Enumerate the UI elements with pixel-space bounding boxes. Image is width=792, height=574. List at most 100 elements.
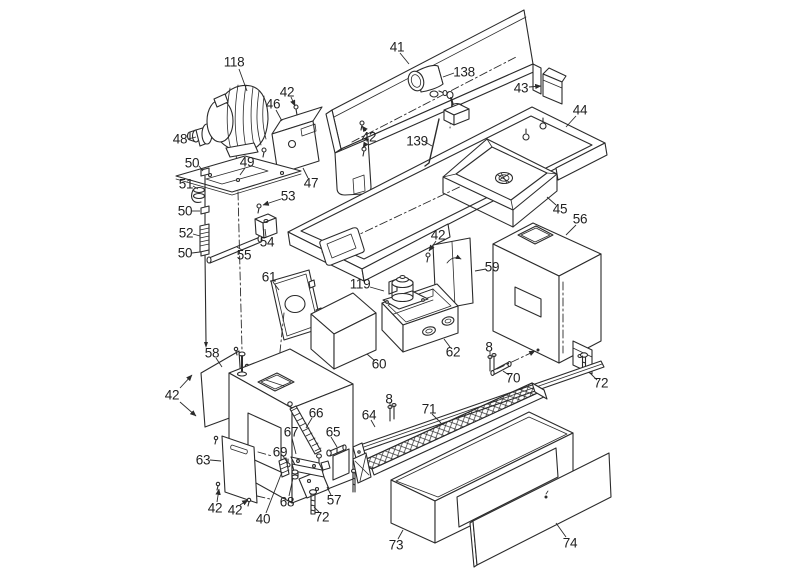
part-number-label: 58 bbox=[205, 346, 219, 361]
screw-42-panel59 bbox=[425, 252, 431, 263]
part-number-label: 43 bbox=[514, 81, 528, 96]
part-number-label: 66 bbox=[309, 406, 323, 421]
part-number-label: 69 bbox=[273, 445, 287, 460]
part-number-label: 62 bbox=[446, 345, 460, 360]
part-number-label: 45 bbox=[553, 202, 567, 217]
part-number-label: 60 bbox=[372, 357, 386, 372]
nut-50-top bbox=[200, 167, 210, 177]
part-number-label: 54 bbox=[260, 235, 275, 250]
cover-panel-74 bbox=[469, 452, 612, 568]
nut-50-mid bbox=[200, 205, 210, 215]
part-callout-74-48: 74 bbox=[555, 522, 578, 551]
part-callout-43-17: 43 bbox=[514, 81, 542, 96]
part-callout-139-16: 139 bbox=[406, 134, 433, 149]
part-number-label: 67 bbox=[284, 425, 298, 440]
part-callout-48-1: 48 bbox=[173, 132, 197, 147]
part-callout-55-13: 55 bbox=[236, 246, 252, 263]
bolt-72-left bbox=[308, 489, 318, 515]
work-lamp bbox=[407, 64, 470, 167]
part-callout-53-11: 53 bbox=[262, 189, 296, 206]
part-callout-60-26: 60 bbox=[366, 353, 387, 372]
part-number-label: 8 bbox=[485, 340, 492, 355]
part-callout-68-44: 68 bbox=[280, 477, 295, 510]
part-number-label: 42 bbox=[165, 388, 179, 403]
part-callout-66-31: 66 bbox=[305, 406, 324, 429]
part-number-label: 61 bbox=[262, 270, 276, 285]
part-callout-46-3: 46 bbox=[266, 97, 283, 122]
part-callout-42-21: 42 bbox=[361, 125, 377, 149]
spring-52 bbox=[199, 223, 210, 253]
part-callout-50-8: 50 bbox=[178, 204, 200, 219]
part-callout-56-20: 56 bbox=[565, 212, 588, 236]
part-callout-50-10: 50 bbox=[178, 246, 201, 261]
part-number-label: 72 bbox=[315, 510, 329, 525]
part-number-label: 50 bbox=[178, 246, 192, 261]
part-callout-42-42: 42 bbox=[228, 499, 249, 518]
part-number-label: 50 bbox=[178, 204, 192, 219]
part-number-label: 73 bbox=[389, 538, 403, 553]
part-callout-64-35: 64 bbox=[362, 408, 377, 428]
cabinet-box-56 bbox=[492, 222, 602, 375]
lever-link-assembly bbox=[206, 203, 278, 264]
bolt-72-right bbox=[579, 352, 589, 373]
part-callout-49-5: 49 bbox=[239, 155, 255, 176]
part-number-label: 68 bbox=[280, 495, 294, 510]
part-number-label: 63 bbox=[196, 453, 210, 468]
part-callout-52-9: 52 bbox=[179, 226, 201, 241]
part-callout-71-37: 71 bbox=[422, 402, 442, 424]
part-number-label: 42 bbox=[362, 130, 376, 145]
part-callout-72-39: 72 bbox=[588, 371, 609, 391]
end-bracket bbox=[542, 67, 567, 105]
part-callout-42-22: 42 bbox=[428, 228, 446, 252]
rod-55 bbox=[206, 235, 263, 264]
part-number-label: 72 bbox=[594, 376, 608, 391]
part-callout-73-47: 73 bbox=[389, 529, 404, 553]
part-callout-42-41: 42 bbox=[208, 488, 223, 516]
motor-shaft bbox=[186, 123, 213, 147]
screw-cover-left bbox=[261, 147, 267, 158]
part-callout-138-15: 138 bbox=[442, 65, 475, 80]
part-callout-8-36: 8 bbox=[385, 392, 393, 407]
part-callout-69-33: 69 bbox=[273, 445, 288, 463]
drain-screen bbox=[494, 171, 514, 185]
part-callout-119-25: 119 bbox=[350, 277, 385, 292]
part-number-label: 74 bbox=[563, 536, 578, 551]
nut-68 bbox=[291, 469, 299, 480]
part-number-label: 70 bbox=[506, 371, 520, 386]
part-number-label: 42 bbox=[228, 503, 242, 518]
tank-handle-front bbox=[422, 326, 436, 336]
part-callout-41-14: 41 bbox=[390, 40, 410, 65]
latch-assembly bbox=[278, 401, 347, 480]
part-number-label: 57 bbox=[327, 493, 341, 508]
screw-53 bbox=[256, 203, 262, 214]
part-callout-42-30: 42 bbox=[165, 374, 197, 417]
part-callout-44-18: 44 bbox=[565, 103, 588, 128]
part-callout-70-38: 70 bbox=[502, 371, 521, 386]
screws-8-right bbox=[487, 353, 497, 372]
tank-knobs bbox=[522, 117, 547, 141]
switch-cover bbox=[261, 104, 323, 175]
part-number-label: 52 bbox=[179, 226, 193, 241]
door-panel-63 bbox=[213, 435, 258, 507]
box-60 bbox=[310, 292, 377, 370]
part-number-label: 44 bbox=[573, 103, 588, 118]
part-number-label: 56 bbox=[573, 212, 587, 227]
spring-66 bbox=[287, 401, 322, 466]
part-number-label: 46 bbox=[266, 97, 280, 112]
part-callout-61-24: 61 bbox=[262, 270, 280, 291]
part-number-label: 40 bbox=[256, 512, 270, 527]
part-number-label: 139 bbox=[406, 134, 428, 149]
part-callout-47-4: 47 bbox=[302, 167, 319, 191]
part-callout-63-40: 63 bbox=[196, 453, 222, 468]
part-callout-118-0: 118 bbox=[224, 55, 248, 92]
part-number-label: 42 bbox=[208, 501, 222, 516]
part-number-label: 42 bbox=[431, 228, 445, 243]
part-number-label: 50 bbox=[185, 156, 199, 171]
pin-65 bbox=[326, 444, 347, 457]
part-number-label: 48 bbox=[173, 132, 187, 147]
bracket-54 bbox=[254, 213, 278, 239]
part-callout-72-45: 72 bbox=[313, 506, 330, 525]
wiper-rack-71 bbox=[352, 382, 548, 484]
coolant-pump bbox=[382, 274, 429, 310]
